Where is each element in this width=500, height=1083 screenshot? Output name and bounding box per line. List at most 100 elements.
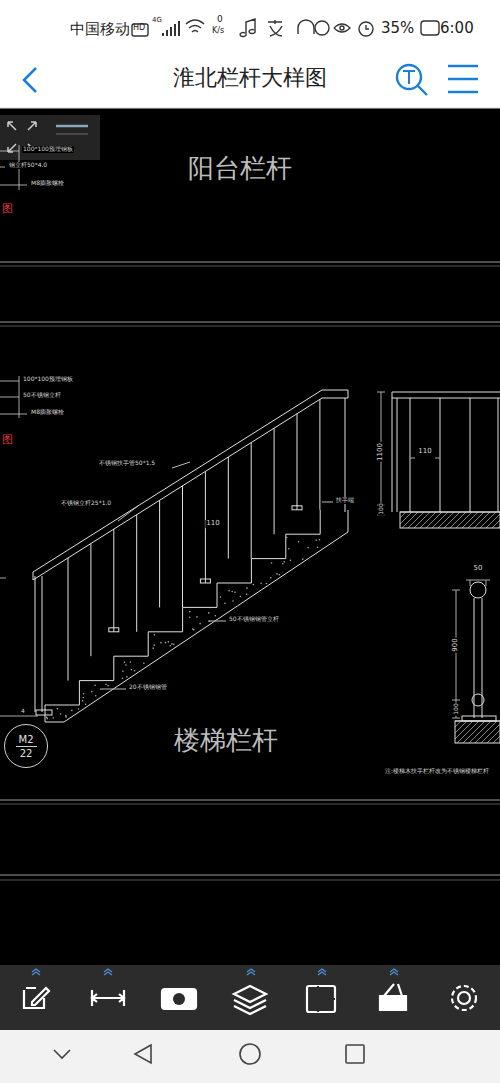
status-icons [132,19,439,37]
back-icon [24,68,36,92]
zoom-icon [8,122,88,152]
concrete-dot [290,560,292,562]
cad-label: 图 [1,203,14,215]
concrete-dot [71,710,73,712]
concrete-dot [134,670,136,672]
cad-label: 钢立杆50*4.0 [8,162,48,169]
concrete-dot [173,644,175,646]
cad-label: 50不锈钢立杆 [22,392,62,399]
baluster [319,399,320,509]
baluster [136,515,137,632]
cad-label: M8膨胀螺栓 [30,409,65,416]
concrete-dot [95,695,97,697]
concrete-dot [107,685,109,687]
concrete-dot [131,669,133,671]
cad-label: 不锈钢立杆25*1.0 [60,500,112,507]
cad-label: 110 [417,448,432,456]
concrete-dot [209,620,211,622]
cad-label: 110 [205,520,220,528]
callout-text: M2 [16,733,37,747]
concrete-dot [220,596,222,598]
concrete-dot [199,623,201,625]
concrete-dot [82,700,84,702]
concrete-dot [246,594,248,596]
concrete-dot [279,574,281,576]
concrete-dot [232,600,234,602]
concrete-dot [231,591,233,593]
concrete-dot [160,642,162,644]
base-plate [109,628,119,632]
concrete-dot [91,691,93,693]
cad-label: 100 [378,502,385,515]
concrete-dot [57,708,59,710]
concrete-dot [83,697,85,699]
cad-label: 4 [20,708,26,715]
stair-railing [33,390,348,722]
callout-circle: M222 [4,724,48,768]
concrete-dot [125,664,127,666]
baluster [90,544,91,657]
concrete-dot [208,612,210,614]
status-text: 0 [217,15,223,25]
concrete-dot [317,547,319,549]
concrete-dot [276,573,278,575]
cad-label: 100*100预埋钢板 [22,146,74,153]
concrete-dot [65,715,67,717]
concrete-dot [153,644,155,646]
frame-lines [0,262,500,880]
zoom-panel [0,115,100,160]
cad-label: 阳台栏杆 [187,154,293,183]
cad-label: 1100 [377,442,385,462]
concrete-dot [124,661,126,663]
status-text: K/s [212,27,224,36]
status-text: 4G [152,17,162,25]
concrete-dot [234,591,236,593]
concrete-dot [78,708,80,710]
cad-label: 楼梯栏杆 [173,726,279,755]
nav-icons [54,1044,364,1064]
baluster [159,500,160,607]
app-header [0,0,500,108]
concrete-dot [224,603,226,605]
concrete-dot [302,558,304,560]
baluster [297,414,298,510]
cad-label: 50不锈钢钢管立杆 [228,616,280,623]
concrete-dot [189,611,191,613]
concrete-dot [169,645,171,647]
concrete-dot [246,587,248,589]
concrete-dot [171,643,173,645]
baluster [274,428,275,534]
concrete-dot [85,703,87,705]
tool-icons [24,984,476,1014]
concrete-dot [83,693,85,695]
concrete-dot [168,641,170,643]
baluster [113,529,114,632]
concrete-dot [315,540,317,542]
concrete-dot [260,582,262,584]
concrete-dot [253,584,255,586]
base-plate [200,579,210,583]
app-title: 淮北栏杆大样图 [173,66,327,90]
concrete-dot [283,561,285,563]
cad-label: 900 [452,637,460,652]
status-text: 6:00 [440,20,474,37]
concrete-dot [196,616,198,618]
concrete-dot [298,541,300,543]
concrete-dot [47,718,49,720]
cad-label: 扶手端 [335,497,355,504]
concrete-dot [266,583,268,585]
concrete-dot [240,596,242,598]
concrete-dot [94,684,96,686]
concrete-dot [288,548,290,550]
concrete-dot [46,717,48,719]
concrete-dot [189,616,191,618]
concrete-dot [271,562,273,564]
concrete-dot [307,547,309,549]
cad-label: M8膨胀螺栓 [30,180,65,187]
concrete-dot [270,577,272,579]
toolbar-icons [397,65,478,95]
status-text: HD [133,24,145,33]
post-section [452,580,500,743]
concrete-dot [152,647,154,649]
base-plate [292,506,302,510]
